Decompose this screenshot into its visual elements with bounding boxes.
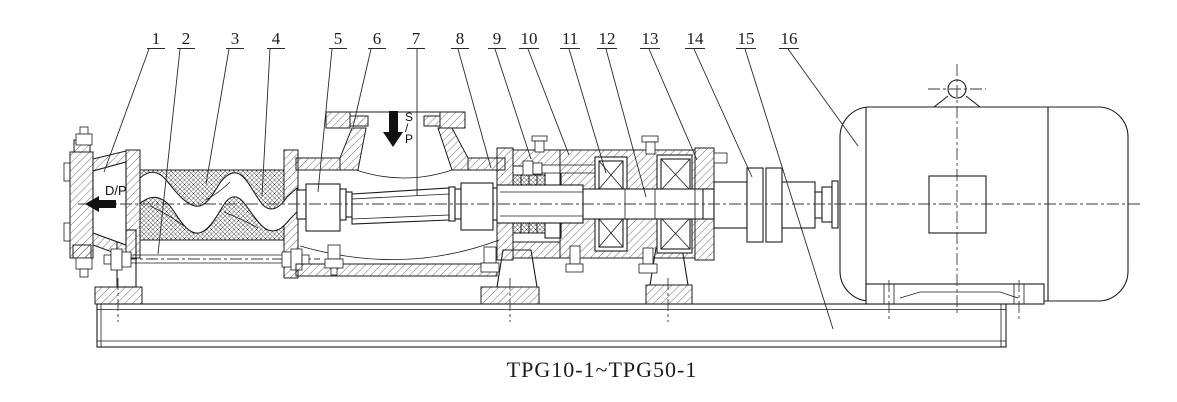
- discharge-flow-arrow-icon: [85, 196, 116, 212]
- callout-11: 11: [560, 29, 607, 174]
- leader-line-15: [744, 48, 834, 330]
- motor-foot: [865, 283, 1045, 305]
- suction-port-label: S / P: [405, 110, 413, 146]
- svg-text:2: 2: [182, 29, 191, 48]
- leader-line-5: [317, 48, 333, 193]
- callout-14: 14: [685, 29, 753, 178]
- housing-drain-bolts: [480, 245, 658, 274]
- motor: [839, 64, 1129, 316]
- svg-text:14: 14: [687, 29, 705, 48]
- leader-line-1: [103, 48, 150, 173]
- suction-label-s: S: [405, 110, 413, 124]
- svg-text:16: 16: [781, 29, 798, 48]
- bearing-front: [598, 160, 624, 248]
- coupling-rod: [351, 187, 450, 225]
- svg-text:10: 10: [521, 29, 538, 48]
- callout-6: 6: [352, 29, 386, 128]
- suction-drain-plug: [324, 244, 344, 276]
- leader-line-3: [205, 48, 230, 185]
- callout-15: 15: [736, 29, 834, 330]
- svg-text:1: 1: [152, 29, 161, 48]
- svg-text:8: 8: [456, 29, 465, 48]
- svg-text:9: 9: [493, 29, 502, 48]
- suction-label-slash: /: [405, 121, 409, 135]
- callout-3: 3: [205, 29, 244, 185]
- callout-12: 12: [597, 29, 647, 198]
- callout-7: 7: [407, 29, 425, 196]
- discharge-port-label: D/P: [105, 183, 127, 198]
- callout-9: 9: [488, 29, 532, 160]
- svg-text:7: 7: [412, 29, 421, 48]
- leader-line-4: [261, 48, 271, 197]
- leader-line-13: [648, 48, 698, 161]
- universal-joint-left: [296, 183, 353, 232]
- callout-13: 13: [640, 29, 698, 161]
- centerlines: [78, 203, 1140, 322]
- motor-junction-box: [928, 175, 987, 234]
- leader-line-9: [494, 48, 532, 160]
- callout-2: 2: [157, 29, 195, 255]
- callouts: 1 2 3 4 5 6 7: [103, 29, 859, 330]
- callout-16: 16: [779, 29, 859, 147]
- leader-line-14: [693, 48, 753, 178]
- svg-text:5: 5: [334, 29, 343, 48]
- universal-joint-right: [448, 182, 499, 231]
- discharge-flange: [63, 126, 94, 278]
- suction-casing: [295, 111, 506, 277]
- svg-text:13: 13: [642, 29, 659, 48]
- leader-line-16: [787, 48, 859, 147]
- callout-8: 8: [451, 29, 492, 169]
- diagram-caption: TPG10-1~TPG50-1: [507, 357, 698, 382]
- callout-1: 1: [103, 29, 165, 173]
- suction-flow-arrow-icon: [383, 111, 403, 147]
- svg-text:6: 6: [373, 29, 382, 48]
- leader-line-2: [157, 48, 181, 255]
- tie-rod: [103, 248, 320, 271]
- callout-5: 5: [317, 29, 347, 193]
- callout-4: 4: [261, 29, 285, 197]
- suction-label-p: P: [405, 132, 413, 146]
- leader-line-8: [457, 48, 492, 169]
- leader-line-6: [352, 48, 372, 128]
- svg-text:11: 11: [562, 29, 578, 48]
- leader-line-10: [527, 48, 570, 156]
- rotor: [139, 171, 298, 234]
- svg-text:4: 4: [272, 29, 281, 48]
- svg-text:12: 12: [599, 29, 616, 48]
- leader-line-12: [605, 48, 647, 198]
- callout-10: 10: [519, 29, 570, 156]
- svg-text:15: 15: [738, 29, 755, 48]
- svg-text:3: 3: [231, 29, 240, 48]
- baseplate: [96, 303, 1007, 348]
- shaft-coupling: [702, 167, 839, 243]
- leader-line-11: [568, 48, 607, 174]
